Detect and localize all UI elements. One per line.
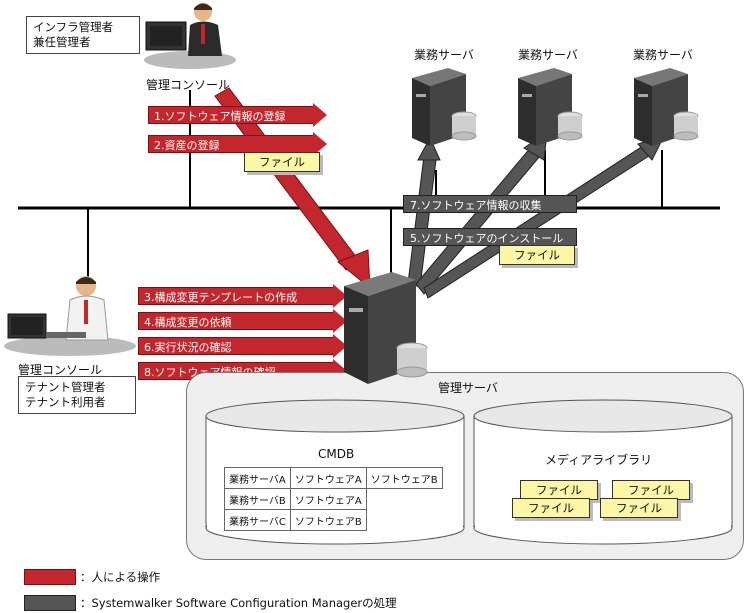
table-row: 業務サーバC ソフトウェアB xyxy=(224,509,443,531)
media-file-1: ファイル xyxy=(520,480,598,500)
step-2-label: 2.資産の登録 xyxy=(154,139,220,152)
step-7-label: 7.ソフトウェア情報の収集 xyxy=(403,195,577,213)
admin-person-icon xyxy=(144,3,236,69)
cmdb-table: 業務サーバA ソフトウェアA ソフトウェアB 業務サーバB ソフトウェアA 業務… xyxy=(224,467,443,531)
step-2-arrow: 2.資産の登録 xyxy=(148,132,328,156)
table-cell: ソフトウェアA xyxy=(289,467,367,489)
biz-server-1-icon xyxy=(412,68,477,146)
table-cell: ソフトウェアB xyxy=(365,467,443,489)
step-1-arrow: 1.ソフトウェア情報の登録 xyxy=(148,103,328,127)
table-cell: 業務サーバC xyxy=(224,509,291,531)
concurrent-admin-label: 兼任管理者 xyxy=(33,35,91,49)
step-4-arrow: 4.構成変更の依頼 xyxy=(138,309,348,333)
biz-server-2-icon xyxy=(518,68,583,146)
infra-admin-label: インフラ管理者 xyxy=(33,20,114,34)
table-cell-empty xyxy=(366,489,442,510)
biz-server-1-label: 業務サーバ xyxy=(414,48,474,62)
management-server-label: 管理サーバ xyxy=(438,381,498,395)
table-cell: 業務サーバB xyxy=(224,488,291,510)
legend-human-swatch xyxy=(24,569,76,585)
media-library-cylinder xyxy=(473,399,733,545)
media-file-2: ファイル xyxy=(612,480,690,500)
tenant-person-icon xyxy=(4,276,136,356)
table-cell: 業務サーバA xyxy=(224,467,291,489)
bottom-console-label: 管理コンソール xyxy=(18,363,103,377)
legend-system-label: ：Systemwalker Software Configuration Man… xyxy=(80,596,397,610)
step-3-arrow: 3.構成変更テンプレートの作成 xyxy=(138,284,348,308)
step-4-label: 4.構成変更の依頼 xyxy=(144,316,232,329)
step-3-label: 3.構成変更テンプレートの作成 xyxy=(144,291,298,304)
biz-server-3-label: 業務サーバ xyxy=(633,48,693,62)
management-server-icon xyxy=(344,272,428,384)
red-diagonal-arrow xyxy=(214,87,371,290)
legend-human-label: ：人による操作 xyxy=(80,570,161,584)
infra-admin-role-box: インフラ管理者 兼任管理者 xyxy=(26,16,140,54)
media-file-4: ファイル xyxy=(600,498,678,518)
table-cell: ソフトウェアA xyxy=(289,488,367,510)
legend-system-swatch xyxy=(24,595,76,611)
media-library-title: メディアライブラリ xyxy=(545,453,653,467)
step-5-label: 5.ソフトウェアのインストール xyxy=(403,228,577,246)
step-1-label: 1.ソフトウェア情報の登録 xyxy=(154,110,286,123)
tenant-user-label: テナント利用者 xyxy=(25,395,106,409)
table-row: 業務サーバB ソフトウェアA xyxy=(224,488,443,510)
biz-server-3-icon xyxy=(634,68,699,146)
cmdb-title: CMDB xyxy=(318,447,355,461)
step-6-label: 6.実行状況の確認 xyxy=(144,341,232,354)
top-console-label: 管理コンソール xyxy=(146,78,231,92)
step-6-arrow: 6.実行状況の確認 xyxy=(138,334,348,358)
table-row: 業務サーバA ソフトウェアA ソフトウェアB xyxy=(224,467,443,489)
table-cell-empty xyxy=(366,510,442,531)
file-note-step5: ファイル xyxy=(499,245,575,265)
tenant-role-box: テナント管理者 テナント利用者 xyxy=(18,376,136,414)
tenant-admin-label: テナント管理者 xyxy=(25,380,106,394)
media-file-3: ファイル xyxy=(512,498,590,518)
table-cell: ソフトウェアB xyxy=(289,509,367,531)
biz-server-2-label: 業務サーバ xyxy=(518,48,578,62)
file-note-step2: ファイル xyxy=(244,152,320,172)
